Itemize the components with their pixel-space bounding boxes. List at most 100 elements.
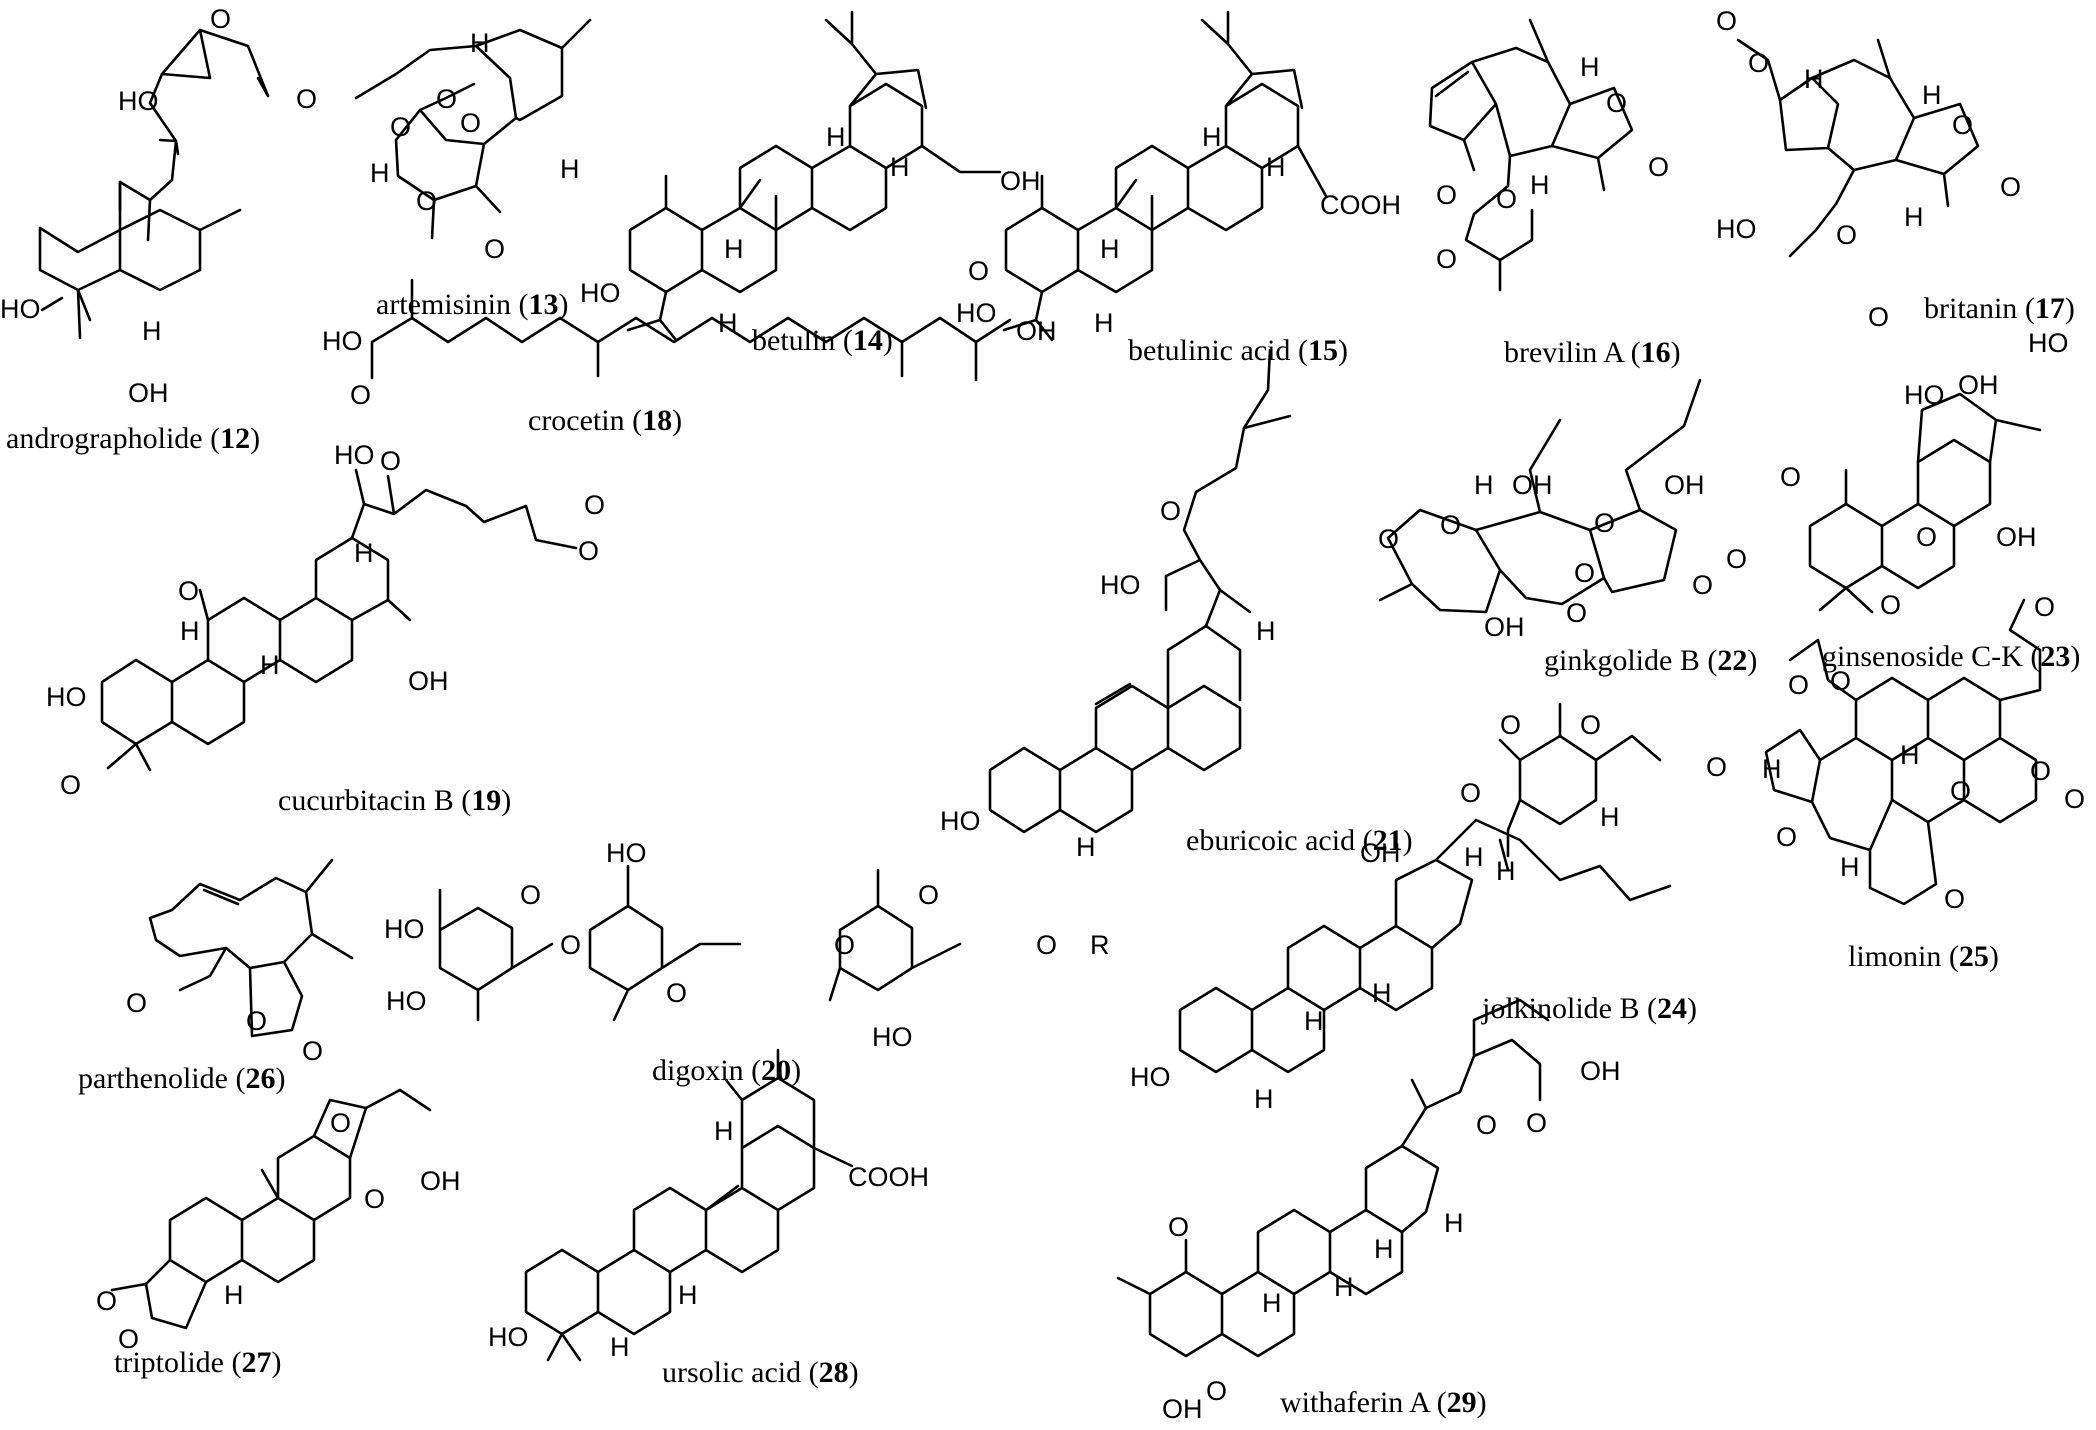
atom-label: H: [1256, 616, 1276, 646]
atom-label: O: [1160, 496, 1181, 526]
atom-label: O: [60, 770, 81, 800]
structure-limonin: [1764, 598, 2042, 906]
atom-label: H: [1904, 202, 1924, 232]
atom-label: COOH: [1320, 190, 1401, 220]
atom-label: O: [968, 256, 989, 286]
atom-label: H: [1496, 856, 1516, 886]
atom-label: H: [560, 154, 580, 184]
atom-label: O: [296, 84, 317, 114]
atom-label: O: [178, 576, 199, 606]
structure-ursolic-acid: [524, 1048, 854, 1362]
atom-label: HO: [322, 326, 363, 356]
atom-label: O: [584, 490, 605, 520]
atom-label: H: [724, 234, 744, 264]
compound-caption: cucurbitacin B (19): [278, 784, 511, 817]
atom-label: O: [1526, 1108, 1547, 1138]
atom-label: OH: [1016, 316, 1057, 346]
atom-label: COOH: [848, 1162, 929, 1192]
atom-label: O: [1776, 822, 1797, 852]
atom-label: O: [1606, 88, 1627, 118]
atom-label: H: [470, 28, 490, 58]
structure-jolkinolide-b: [1808, 392, 2042, 614]
atom-label: O: [1378, 524, 1399, 554]
atom-label: O: [1460, 778, 1481, 808]
atom-label: HO: [334, 440, 375, 470]
atom-label: O: [118, 1324, 139, 1354]
atom-label: OH: [1958, 370, 1999, 400]
atom-label: O: [2064, 784, 2085, 814]
atom-label: O: [380, 446, 401, 476]
compound-caption: betulinic acid (15): [1128, 334, 1348, 367]
atom-label: O: [1916, 522, 1937, 552]
atom-label: O: [2000, 172, 2021, 202]
atom-label: H: [1254, 1084, 1274, 1114]
atom-label: H: [1076, 832, 1096, 862]
atom-label: O: [1500, 710, 1521, 740]
atom-label: O: [1436, 244, 1457, 274]
structure-ginsenoside-c-k: [1178, 702, 1672, 1074]
atom-label: H: [1374, 1234, 1394, 1264]
atom-label: OH: [1664, 470, 1705, 500]
atom-label: O: [1706, 752, 1727, 782]
atom-label: H: [1900, 740, 1920, 770]
atom-label: H: [1334, 1272, 1354, 1302]
atom-label: HO: [488, 1322, 529, 1352]
atom-label: H: [1840, 852, 1860, 882]
atom-label: H: [1372, 978, 1392, 1008]
atom-label: O: [364, 1184, 385, 1214]
atom-label: H: [610, 1332, 630, 1362]
atom-label: H: [1266, 152, 1286, 182]
compound-caption: eburicoic acid (21): [1186, 824, 1413, 857]
atom-label: O: [1440, 510, 1461, 540]
atom-label: R: [1090, 930, 1110, 960]
compound-caption: artemisinin (13): [376, 288, 568, 321]
compound-caption: crocetin (18): [528, 404, 682, 437]
atom-label: H: [826, 122, 846, 152]
atom-label: O: [460, 108, 481, 138]
atom-label: H: [678, 1280, 698, 1310]
atom-label: OH: [1996, 522, 2037, 552]
atom-label: O: [246, 1006, 267, 1036]
atom-label: O: [1036, 930, 1057, 960]
atom-label: HO: [580, 278, 621, 308]
atom-label: H: [224, 1280, 244, 1310]
atom-label: O: [578, 536, 599, 566]
atom-label: O: [2034, 592, 2055, 622]
atom-label: H: [1922, 80, 1942, 110]
atom-label: H: [890, 152, 910, 182]
atom-label: OH: [1484, 612, 1525, 642]
atom-label: O: [560, 930, 581, 960]
atom-label: O: [1594, 508, 1615, 538]
structure-cucurbitacin-b: [100, 468, 578, 772]
atom-label: O: [350, 380, 371, 410]
atom-label: H: [1464, 842, 1484, 872]
structure-triptolide: [110, 1088, 432, 1330]
atom-label: HO: [386, 986, 427, 1016]
atom-label: OH: [1512, 470, 1553, 500]
atom-label: HO: [118, 86, 159, 116]
structure-parthenolide: [148, 858, 354, 1038]
structure-britanin: [1736, 38, 1980, 258]
atom-label: O: [1206, 1376, 1227, 1406]
atom-label: O: [416, 186, 437, 216]
structure-ginkgolide-b: [1378, 378, 1702, 614]
atom-label: O: [1836, 220, 1857, 250]
atom-label: HO: [1100, 570, 1141, 600]
atom-label: OH: [1000, 166, 1041, 196]
atom-label: O: [1648, 152, 1669, 182]
atom-label: O: [1952, 110, 1973, 140]
atom-label: OH: [1580, 1056, 1621, 1086]
atom-label: OH: [1360, 838, 1401, 868]
atom-label: H: [1444, 1208, 1464, 1238]
atom-label: HO: [0, 294, 41, 324]
compound-caption: withaferin A (29): [1280, 1386, 1487, 1419]
atom-label: O: [1780, 462, 1801, 492]
compound-caption: jolkinolide B (24): [1481, 992, 1697, 1025]
atom-label: H: [1094, 308, 1114, 338]
atom-label: O: [1748, 48, 1769, 78]
atom-label: O: [2030, 756, 2051, 786]
atom-label: O: [1788, 670, 1809, 700]
atom-label: O: [1726, 544, 1747, 574]
atom-label: O: [1868, 302, 1889, 332]
atom-label: O: [210, 4, 231, 34]
